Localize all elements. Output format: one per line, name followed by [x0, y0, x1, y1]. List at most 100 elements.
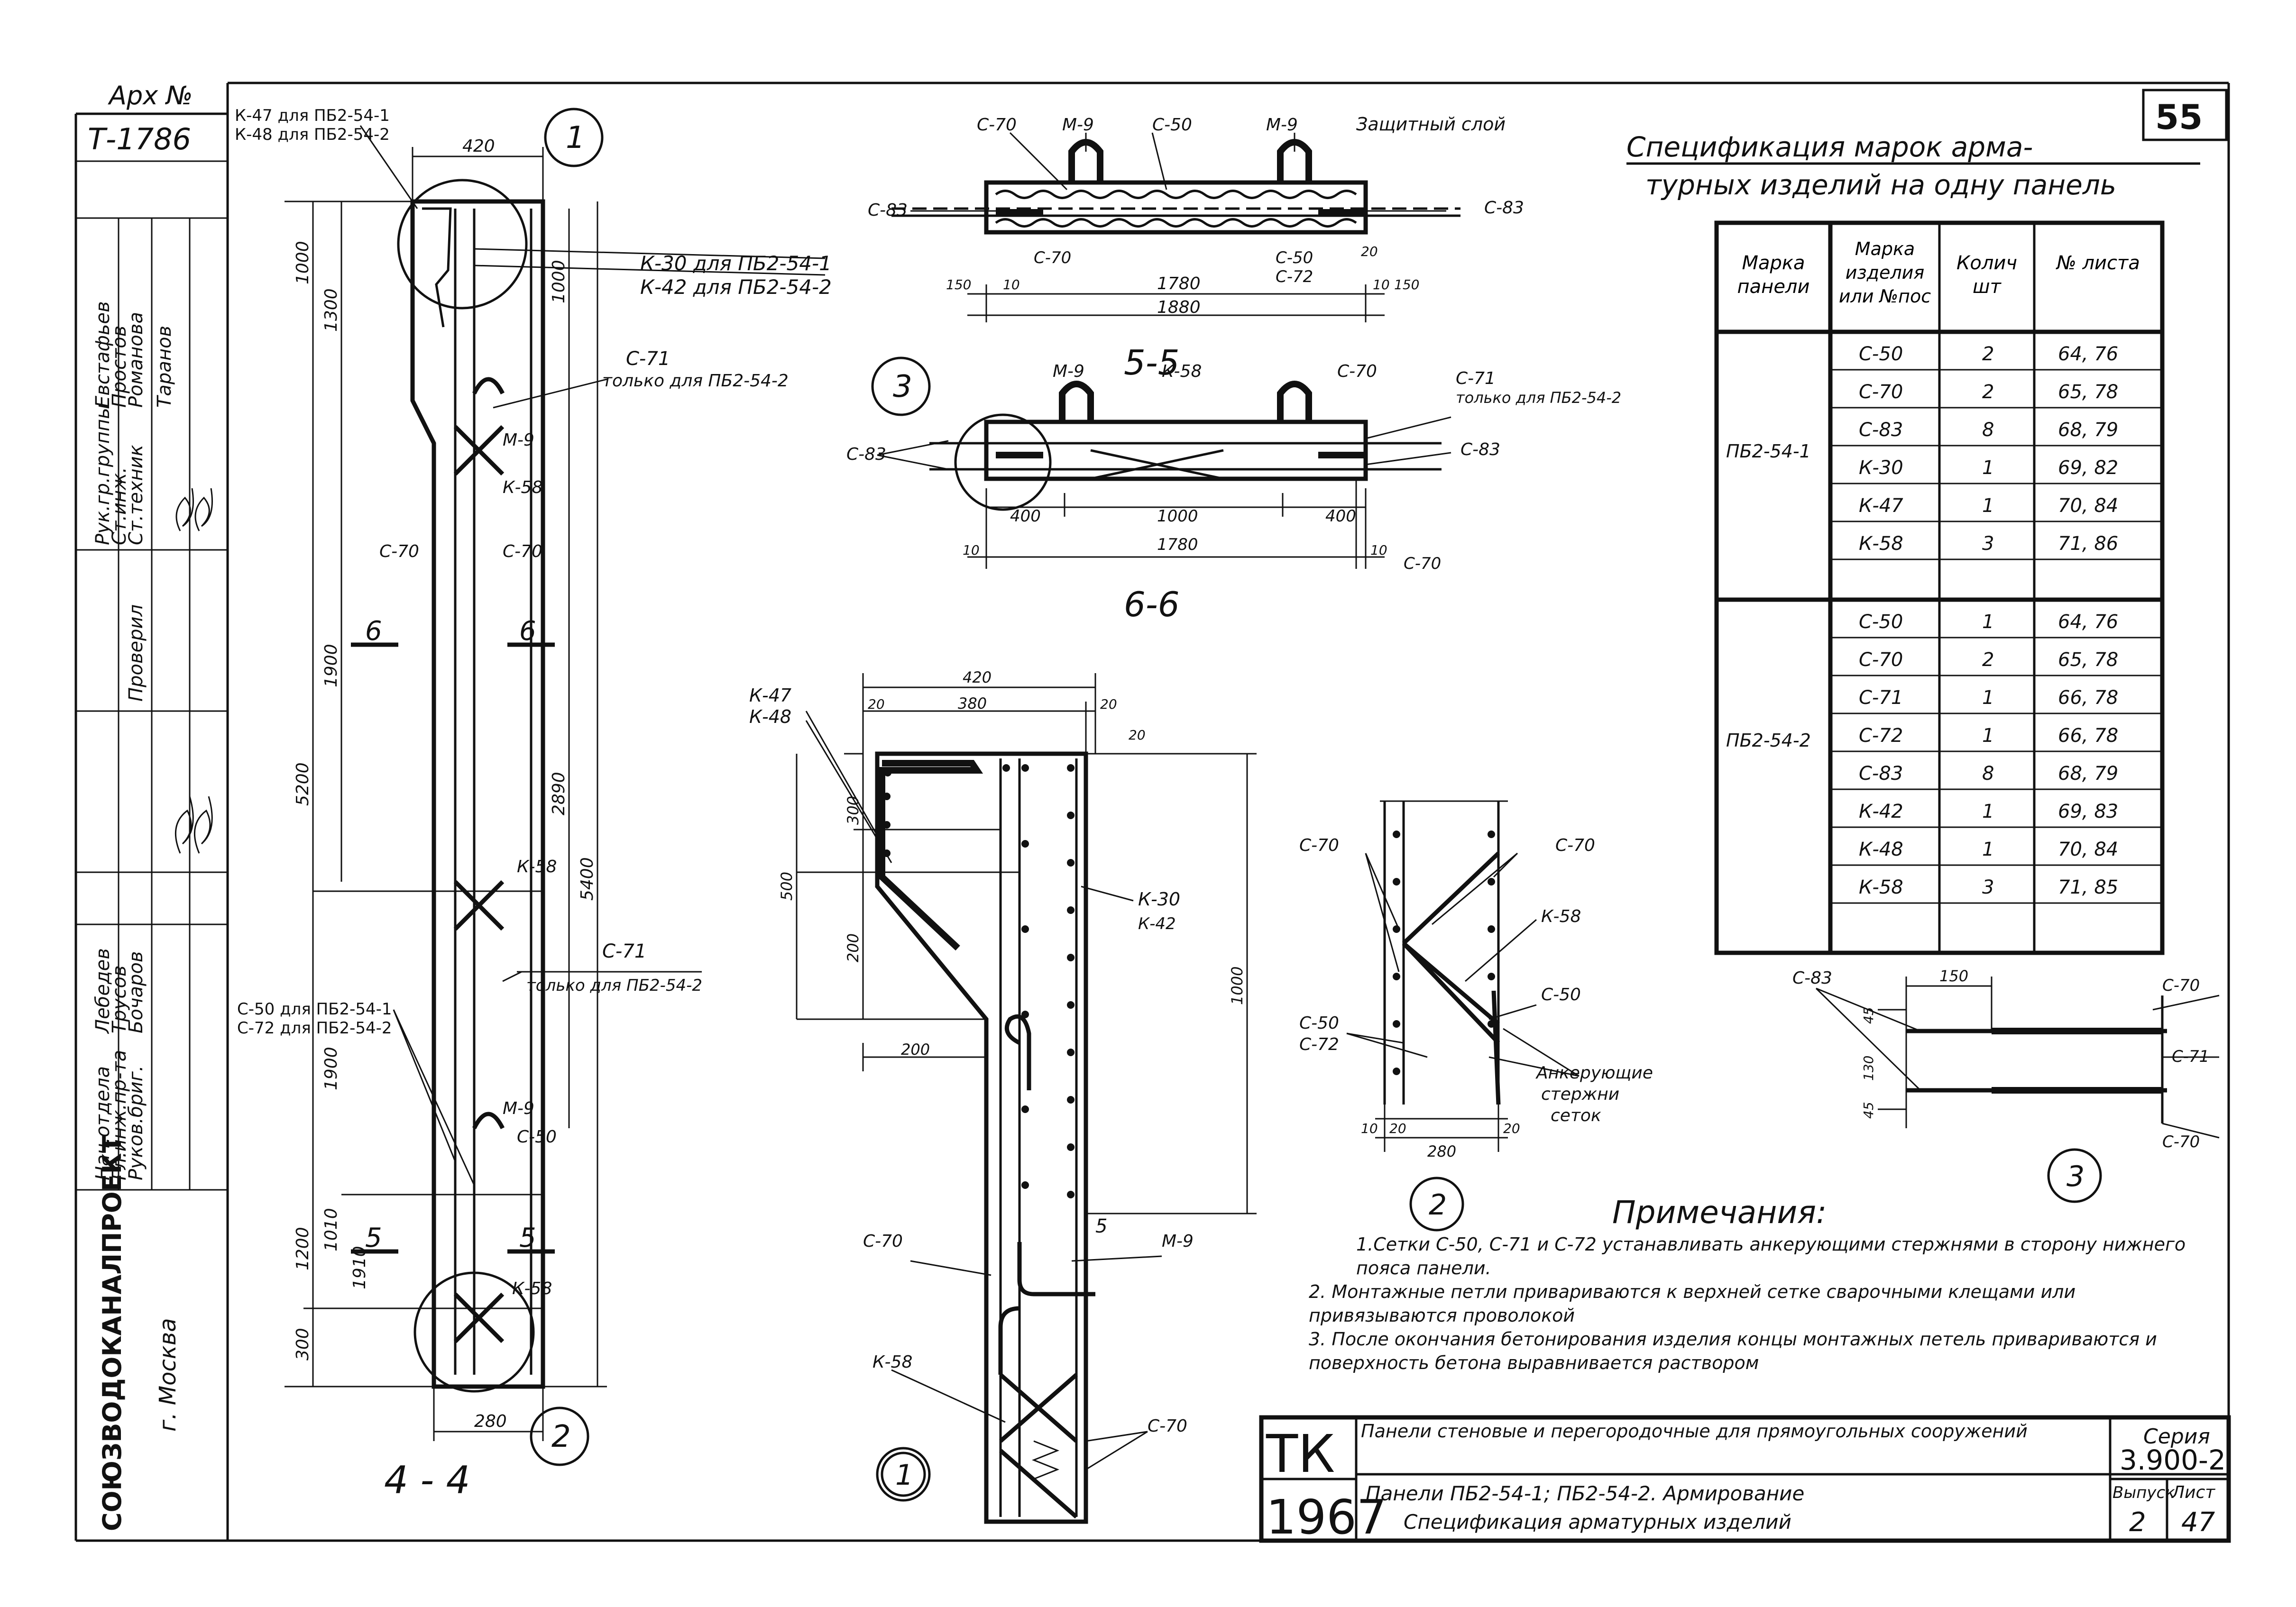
dim-d1-20-v: 20 — [1129, 727, 1146, 743]
spec-cell: 1 — [1982, 725, 1994, 747]
staff-name-5: Лебедев — [92, 948, 114, 1034]
callout-bubble-3 — [871, 356, 931, 416]
section-6-6-title: 6-6 — [1124, 584, 1180, 624]
dim-1900-top: 1900 — [321, 644, 341, 687]
archive-label: Арх № — [108, 81, 193, 110]
spec-cell: К-42 — [1859, 801, 1903, 822]
dim-55-20: 20 — [1361, 244, 1378, 259]
spec-cell: 2 — [1982, 343, 1994, 365]
spec-header-qty: Колич шт — [1956, 252, 2017, 298]
annot-d1-k47: К-47 — [749, 685, 791, 706]
annot-d1-k58: К-58 — [872, 1352, 912, 1372]
annot-d1-c70-b: С-70 — [1148, 1416, 1187, 1436]
detail-2 — [1346, 800, 1580, 1232]
callout-bubble-2 — [530, 1406, 589, 1466]
annot-d3-c71: С-71 — [2172, 1047, 2209, 1066]
dim-1000-right: 1000 — [549, 260, 569, 303]
panel-outline — [410, 199, 545, 1389]
cut-label-6-right: 6 — [519, 616, 536, 647]
annot-c71-note-top: только для ПБ2-54-2 — [602, 371, 789, 391]
dim-55-10-r: 10 — [1373, 277, 1390, 292]
annot-c71-top: С-71 — [626, 348, 670, 370]
callout-2-number: 2 — [551, 1419, 571, 1454]
note-3: 3. После окончания бетонирования изделия… — [1309, 1329, 2157, 1373]
dim-66-10-l: 10 — [963, 542, 980, 558]
spec-title-2: турных изделий на одну панель — [1645, 169, 2116, 201]
annot-k42-pb2: К-42 для ПБ2-54-2 — [640, 275, 832, 299]
spec-cell: 70, 84 — [2058, 839, 2118, 860]
spec-cell: 69, 83 — [2058, 801, 2118, 822]
title-block — [1259, 1415, 2231, 1543]
stamp-tk: ТК — [1266, 1424, 1335, 1484]
annot-d3-c70-b: С-70 — [2162, 1132, 2200, 1151]
callout-3b-number: 3 — [2066, 1160, 2085, 1193]
annot-55-m9-b: М-9 — [1266, 115, 1298, 135]
annot-66-c83-left: С-83 — [846, 445, 886, 464]
staff-role-1: Рук.гр.группы — [92, 404, 114, 545]
spec-cell: 1 — [1982, 495, 1994, 517]
issue-label: Выпуск — [2112, 1483, 2175, 1502]
spec-header-panel: Марка панели — [1737, 252, 1810, 298]
k58-brace-1 — [453, 425, 505, 476]
spec-cell: К-30 — [1859, 457, 1903, 479]
spec-cell: 70, 84 — [2058, 495, 2118, 517]
spec-panel-1: ПБ2-54-1 — [1726, 441, 1811, 462]
series-value: 3.900-2 — [2120, 1444, 2226, 1476]
annot-55-c83-right: С-83 — [1484, 198, 1524, 218]
note-1: 1.Сетки С-50, С-71 и С-72 устанавливать … — [1356, 1234, 2186, 1278]
annot-k58-b: К-58 — [517, 857, 557, 877]
staff-role-2: Ст.инж. — [109, 467, 130, 545]
notes-title: Примечания: — [1612, 1194, 1827, 1231]
dim-d1-20-l: 20 — [868, 696, 885, 712]
spec-group-2: С-50 1 64, 76 С-70 2 65, 78 С-71 1 66, 7… — [1859, 611, 2118, 898]
spec-cell: К-48 — [1859, 839, 1903, 860]
sheet-frame — [74, 82, 2230, 1542]
dim-d3-45-top: 45 — [1861, 1007, 1876, 1024]
staff-name-6: Трусов — [109, 965, 130, 1033]
annot-55-c70: С-70 — [977, 115, 1017, 135]
callout-1b-number: 1 — [895, 1459, 913, 1492]
annot-55-c50-b: С-50 — [1276, 248, 1313, 267]
annot-55-c72-b: С-72 — [1276, 267, 1313, 286]
annot-d2-c70-l: С-70 — [1299, 836, 1339, 855]
spec-cell: 1 — [1982, 611, 1994, 633]
dim-d1-500: 500 — [778, 872, 796, 901]
dim-1900-bottom: 1900 — [321, 1047, 341, 1090]
section-4-4 — [285, 108, 826, 1466]
spec-cell: 65, 78 — [2058, 381, 2118, 403]
dim-d2-20-l: 20 — [1389, 1121, 1406, 1136]
annot-c71-mid: С-71 — [602, 940, 646, 962]
series-label: Серия — [2143, 1424, 2210, 1449]
annot-55-c70-b: С-70 — [1034, 248, 1071, 267]
spec-title-1: Спецификация марок арма- — [1626, 131, 2033, 163]
annot-d1-c70-a: С-70 — [863, 1232, 903, 1251]
spec-cell: 1 — [1982, 687, 1994, 709]
staff-role-3: Ст.техник — [125, 445, 147, 545]
spec-table — [1714, 220, 2165, 955]
annot-55-m9-a: М-9 — [1062, 115, 1094, 135]
callout-bubble-1b — [876, 1447, 931, 1502]
spec-cell: 2 — [1982, 381, 1994, 403]
spec-cell: С-70 — [1859, 649, 1903, 671]
city-label: г. Москва — [155, 1318, 181, 1432]
staff-name-2: Простов — [109, 326, 130, 408]
cut-label-5-left: 5 — [365, 1223, 382, 1253]
staff-name-4: Таранов — [154, 326, 175, 408]
spec-cell: 2 — [1982, 649, 1994, 671]
cut-label-5-right: 5 — [519, 1223, 536, 1253]
annot-c72-pb2: С-72 для ПБ2-54-2 — [237, 1019, 392, 1038]
dim-55-10-l: 10 — [1003, 277, 1020, 292]
dim-d2-20-r: 20 — [1503, 1121, 1520, 1136]
institute-name: СОЮЗВОДОКАНАЛПРОЕКТ — [97, 1135, 127, 1531]
dim-d1-300: 300 — [844, 796, 862, 825]
annot-k48-pb2: К-48 для ПБ2-54-2 — [235, 125, 390, 144]
spec-row-lines — [1830, 369, 2162, 904]
annot-c71-note-mid: только для ПБ2-54-2 — [526, 976, 702, 995]
dim-d1-420: 420 — [963, 668, 992, 686]
dim-55-1780: 1780 — [1157, 274, 1201, 293]
spec-cell: 1 — [1982, 457, 1994, 479]
archive-number: Т-1786 — [88, 122, 191, 156]
dim-d1-200h: 200 — [901, 1041, 930, 1059]
annot-66-m9: М-9 — [1053, 362, 1084, 381]
dim-66-400-l: 400 — [1010, 507, 1041, 526]
